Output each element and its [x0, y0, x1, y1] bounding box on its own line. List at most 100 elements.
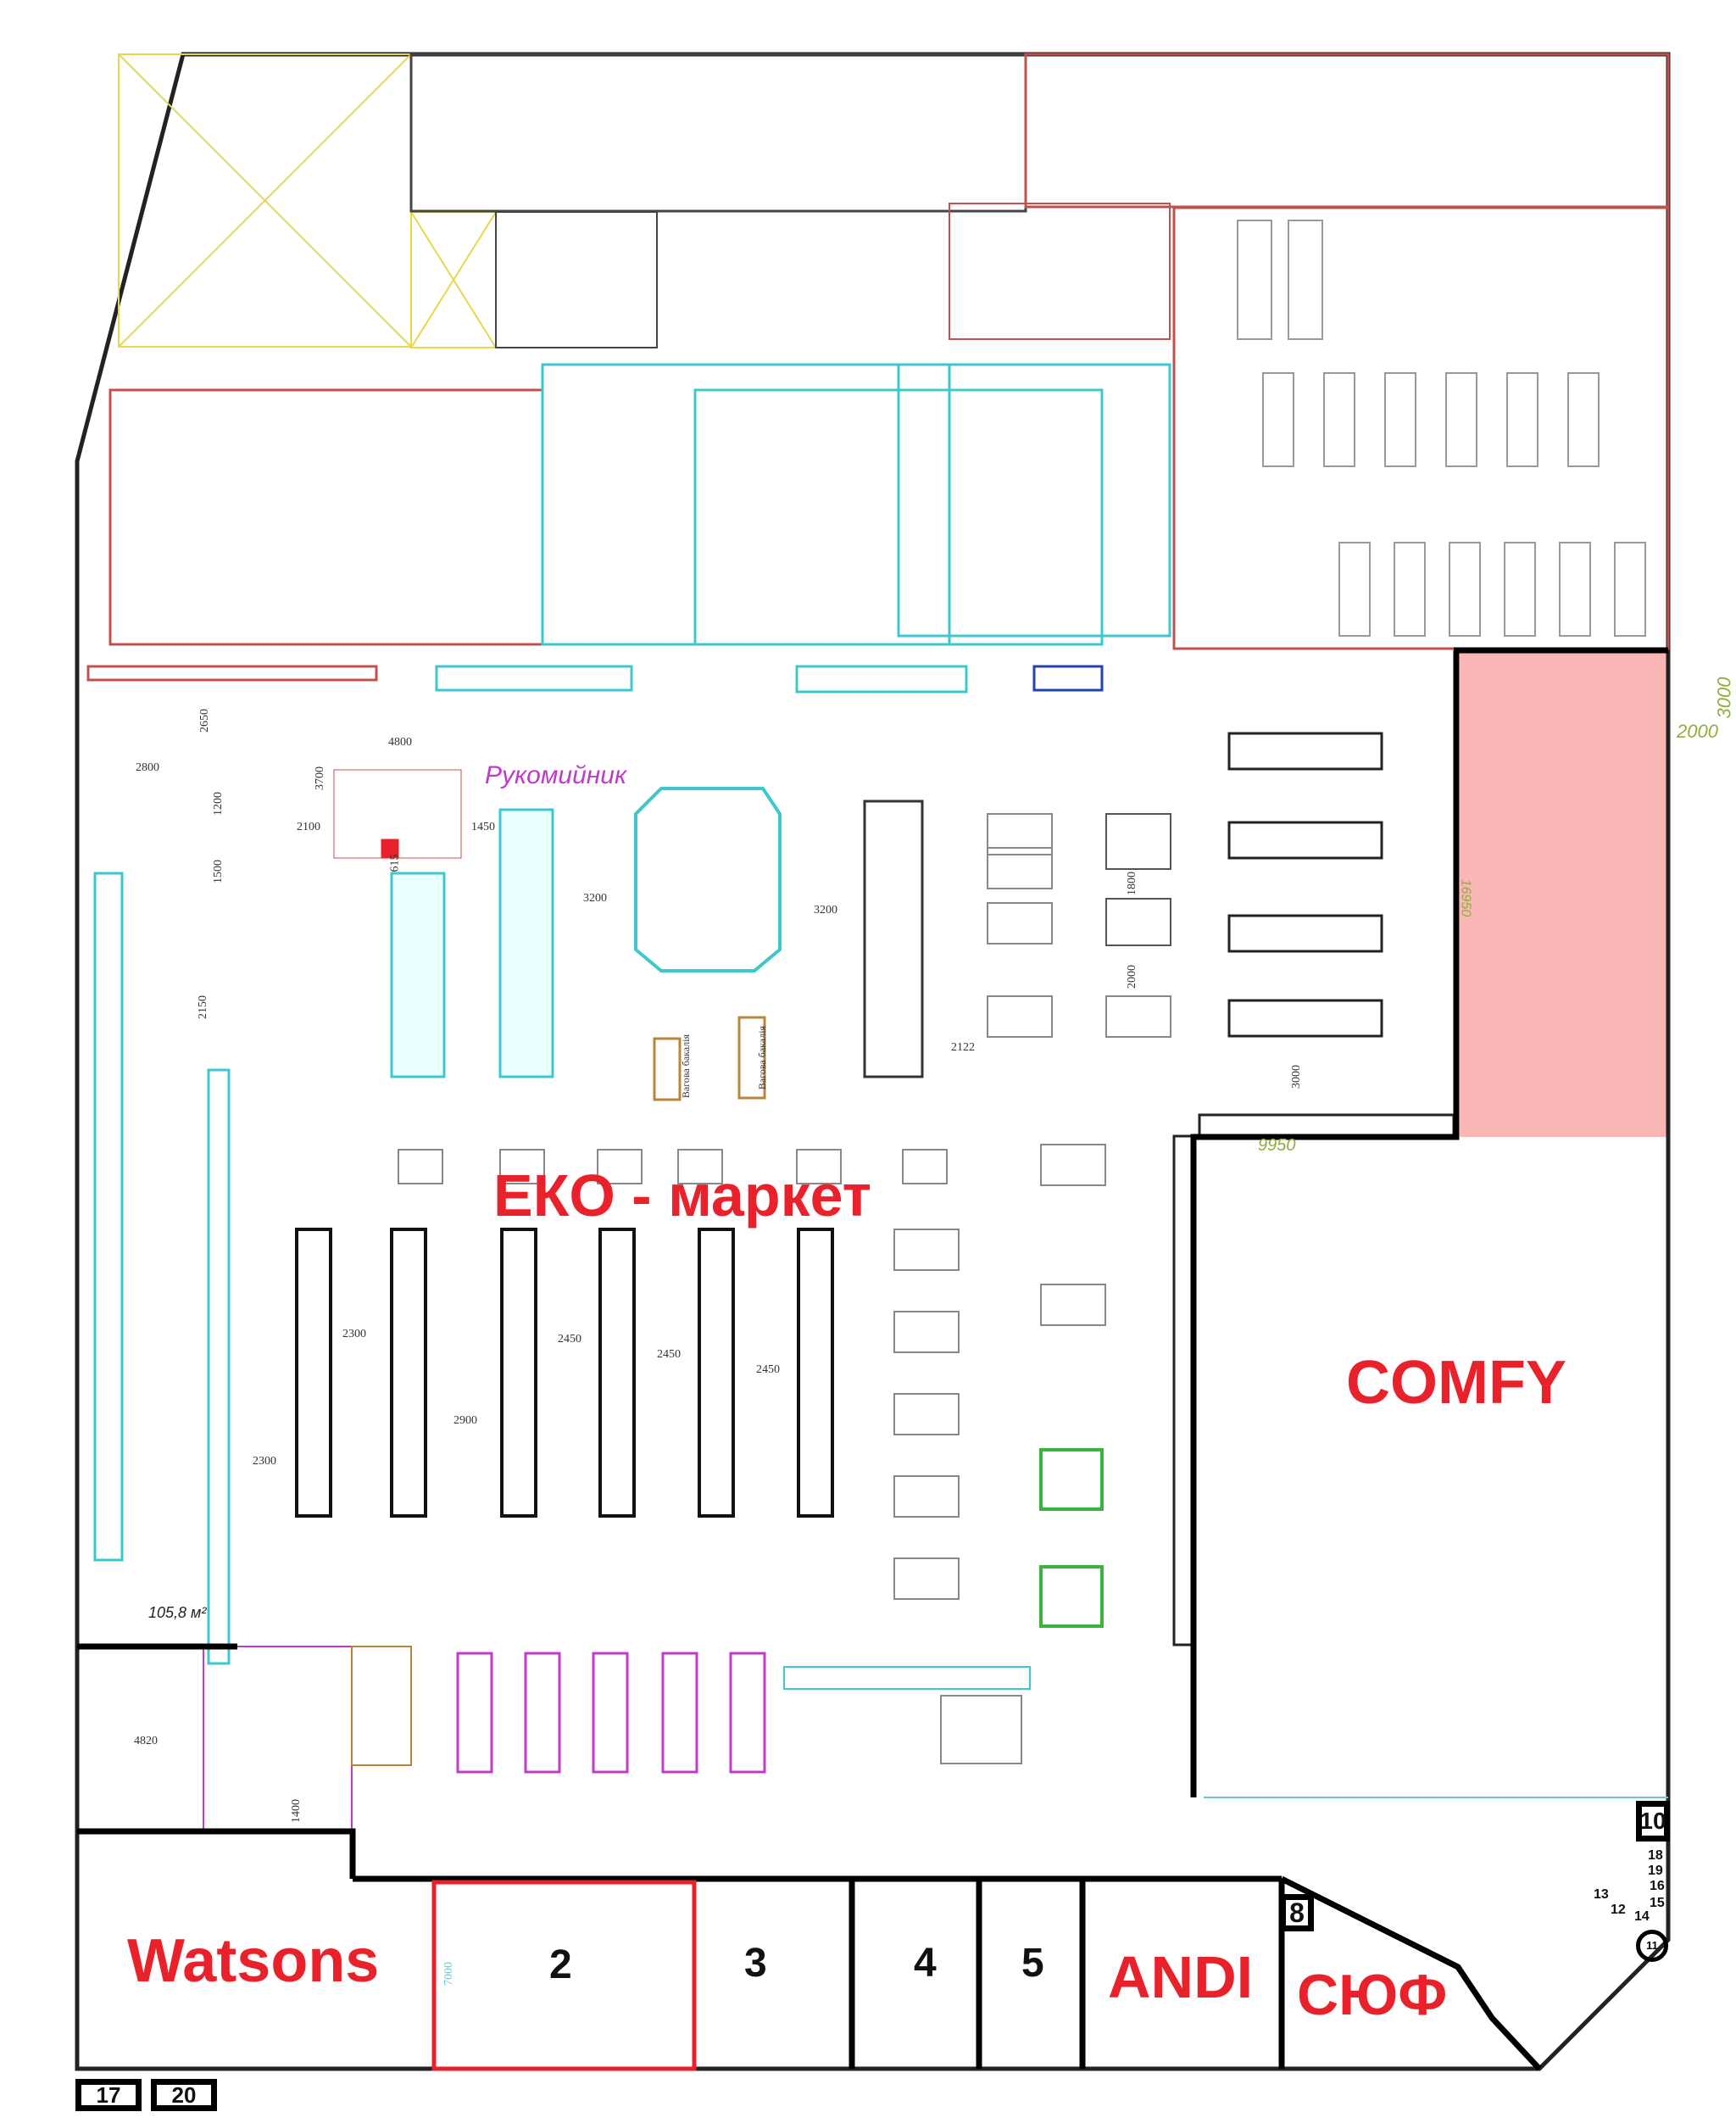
building-outline [75, 52, 1671, 2071]
dim-2150: 2150 [197, 995, 209, 1019]
staff-room [949, 203, 1171, 340]
shelving-gondola [500, 1228, 537, 1518]
dim-2000: 2000 [1126, 965, 1138, 989]
dim-3200-a: 3200 [583, 892, 607, 905]
pallet [1040, 1284, 1106, 1326]
warehouse-rack [1506, 372, 1538, 467]
marker-12[interactable]: 12 [1611, 1903, 1626, 1917]
back-room [409, 53, 1027, 213]
store-equipment [86, 665, 1455, 1832]
produce-table [390, 872, 446, 1078]
produce-crate [1039, 1565, 1104, 1628]
dim-2300-b: 2300 [253, 1455, 276, 1468]
andi-label[interactable]: ANDI [1108, 1944, 1254, 2010]
unit-2-label[interactable]: 2 [549, 1942, 572, 1987]
marker-15[interactable]: 15 [1650, 1896, 1665, 1910]
pallet [796, 1149, 842, 1184]
pallet [902, 1149, 948, 1184]
checkout-counter [524, 1652, 561, 1774]
weighted-grocery-shelf [653, 1037, 682, 1101]
marker-11[interactable]: 11 [1636, 1930, 1668, 1962]
warehouse-rack [1614, 542, 1646, 637]
marker-10[interactable]: 10 [1636, 1801, 1670, 1842]
pallet [1040, 1144, 1106, 1186]
marker-19[interactable]: 19 [1648, 1864, 1663, 1878]
washbasin [381, 839, 399, 859]
fridge-row [1227, 732, 1383, 771]
dim-1450: 1450 [471, 821, 495, 833]
fridge-row [1227, 821, 1383, 860]
dim-2650: 2650 [198, 709, 211, 733]
highlighted-zone[interactable] [1460, 650, 1668, 1137]
watsons-label[interactable]: Watsons [127, 1927, 380, 1995]
warehouse-room [1172, 206, 1670, 650]
unit-3-label[interactable]: 3 [744, 1941, 767, 1986]
bin-display [1105, 898, 1171, 946]
marker-16[interactable]: 16 [1650, 1879, 1665, 1893]
warehouse-rack [1567, 372, 1600, 467]
cashier-office [351, 1646, 412, 1766]
warehouse-rack [1323, 372, 1355, 467]
marker-8[interactable]: 8 [1280, 1894, 1314, 1931]
weighted-grocery-shelf [737, 1016, 766, 1100]
dim-7000: 7000 [442, 1962, 455, 1986]
marker-14[interactable]: 14 [1634, 1909, 1650, 1924]
wall-fridge [207, 1068, 231, 1665]
dim-2450-a: 2450 [558, 1333, 581, 1346]
unit-4-label[interactable]: 4 [914, 1941, 937, 1986]
dim-3700: 3700 [314, 766, 326, 790]
dim-2900: 2900 [453, 1414, 477, 1427]
eko-market-label[interactable]: ЕКО - маркет [493, 1162, 871, 1229]
dim-2000-right: 2000 [1677, 721, 1718, 742]
comfy-label[interactable]: COMFY [1346, 1349, 1566, 1417]
checkout-counter [729, 1652, 766, 1774]
unit-2-outline[interactable] [431, 1880, 697, 2071]
dim-2122: 2122 [951, 1041, 975, 1054]
pallet [499, 1149, 545, 1184]
pallet [398, 1149, 443, 1184]
pallet [987, 813, 1053, 855]
dim-3200-b: 3200 [814, 904, 837, 917]
warehouse-rack [1449, 542, 1481, 637]
dim-1800: 1800 [1126, 872, 1138, 895]
fridge-row [1227, 914, 1383, 953]
marker-18[interactable]: 18 [1648, 1848, 1663, 1863]
suf-label[interactable]: СЮФ [1297, 1963, 1448, 2027]
checkout-counter [456, 1652, 493, 1774]
prep-room-block [897, 363, 1171, 638]
shelving-gondola [598, 1228, 636, 1518]
warehouse-rack [1384, 372, 1416, 467]
deli-counter [795, 665, 968, 694]
produce-table [498, 808, 554, 1078]
deli-counter [435, 665, 633, 692]
pallet [987, 995, 1053, 1038]
dim-9950: 9950 [1258, 1136, 1296, 1155]
dim-4800: 4800 [388, 736, 412, 749]
pallet [987, 902, 1053, 944]
warehouse-rack [1394, 542, 1426, 637]
island-counter [634, 787, 782, 972]
warehouse-rack [1262, 372, 1294, 467]
bin-display [1105, 813, 1171, 870]
pallet [893, 1557, 960, 1600]
shelving-gondola [295, 1228, 332, 1518]
dim-1200: 1200 [212, 792, 225, 816]
produce-crate [1039, 1448, 1104, 1511]
marker-13[interactable]: 13 [1594, 1887, 1609, 1902]
unit-5-label[interactable]: 5 [1021, 1941, 1044, 1986]
shelving-gondola [797, 1228, 834, 1518]
warehouse-rack [1288, 220, 1323, 340]
pallet [597, 1149, 643, 1184]
pallet [893, 1311, 960, 1353]
dim-1400: 1400 [290, 1799, 303, 1823]
tenant-walls [77, 647, 1668, 2071]
dim-16950: 16950 [1458, 878, 1473, 917]
office-block [1024, 53, 1670, 209]
dim-2450-c: 2450 [756, 1363, 780, 1376]
dim-3000: 3000 [1290, 1065, 1303, 1089]
wall-fridge [93, 872, 124, 1562]
counter [86, 665, 378, 682]
marker-17[interactable]: 17 [75, 2079, 142, 2111]
marker-20[interactable]: 20 [151, 2079, 217, 2111]
freezer [1032, 665, 1104, 692]
